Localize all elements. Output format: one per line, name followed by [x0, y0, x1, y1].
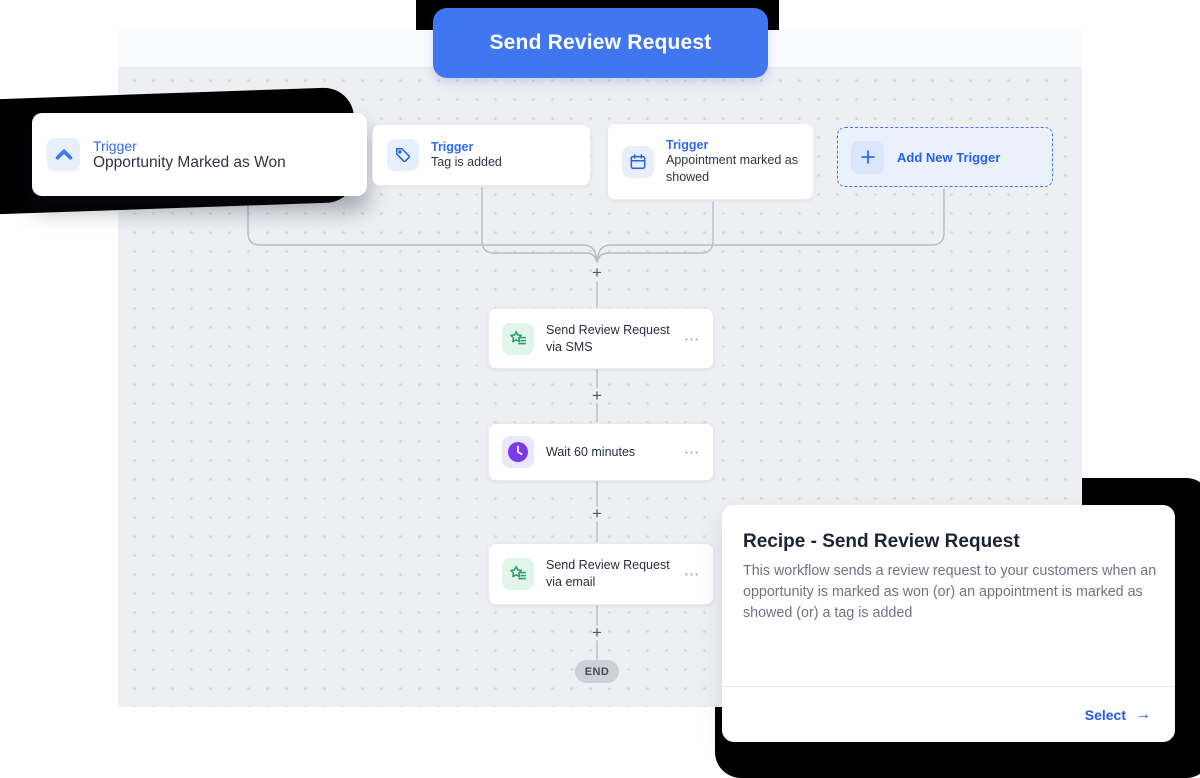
add-step-plus-3[interactable]: + — [592, 623, 602, 642]
workflow-title-label: Send Review Request — [489, 31, 712, 54]
action-title: Wait 60 minutes — [546, 444, 636, 459]
action-card-send-review-email[interactable]: Send Review Request via email ⋯ — [488, 543, 714, 605]
action-title: Send Review Request via email — [546, 558, 670, 589]
add-step-plus-merge[interactable]: + — [592, 263, 602, 282]
trigger-label: Trigger — [93, 137, 137, 154]
recipe-footer: Select → — [722, 686, 1175, 742]
add-step-plus-2[interactable]: + — [592, 504, 602, 523]
action-card-wait[interactable]: Wait 60 minutes ⋯ — [488, 423, 714, 481]
clock-icon — [502, 436, 534, 468]
more-options-icon[interactable]: ⋯ — [684, 330, 700, 348]
workflow-title-button[interactable]: Send Review Request — [433, 8, 768, 78]
add-new-trigger-button[interactable]: Add New Trigger — [837, 127, 1053, 187]
action-card-send-review-sms[interactable]: Send Review Request via SMS ⋯ — [488, 308, 714, 369]
more-options-icon[interactable]: ⋯ — [684, 566, 700, 583]
recipe-title: Recipe - Send Review Request — [743, 531, 1020, 552]
workflow-end-badge: END — [575, 660, 619, 683]
trigger-card-appointment-showed[interactable]: Trigger Appointment marked as showed — [607, 123, 814, 200]
trigger-name: Opportunity Marked as Won — [93, 153, 286, 171]
calendar-icon — [622, 145, 654, 178]
end-label: END — [584, 665, 610, 678]
trigger-label: Trigger — [431, 139, 474, 154]
add-new-trigger-label: Add New Trigger — [897, 149, 1001, 165]
trigger-label: Trigger — [666, 137, 709, 152]
recipe-card: Recipe - Send Review Request This workfl… — [722, 505, 1175, 742]
recipe-description: This workflow sends a review request to … — [743, 563, 1157, 621]
chevron-up-icon — [47, 138, 80, 171]
action-title: Send Review Request via SMS — [546, 322, 670, 354]
review-star-icon — [502, 558, 534, 590]
arrow-right-icon[interactable]: → — [1135, 705, 1151, 723]
add-step-plus-1[interactable]: + — [592, 386, 602, 405]
trigger-name: Appointment marked as showed — [666, 152, 799, 184]
trigger-card-opportunity-won[interactable]: Trigger Opportunity Marked as Won — [32, 113, 367, 196]
review-star-icon — [502, 322, 534, 355]
plus-icon — [851, 140, 884, 174]
trigger-name: Tag is added — [431, 154, 502, 169]
select-recipe-button[interactable]: Select — [1084, 706, 1126, 723]
tag-icon — [387, 139, 419, 171]
trigger-card-tag-added[interactable]: Trigger Tag is added — [372, 124, 591, 186]
more-options-icon[interactable]: ⋯ — [684, 444, 700, 461]
